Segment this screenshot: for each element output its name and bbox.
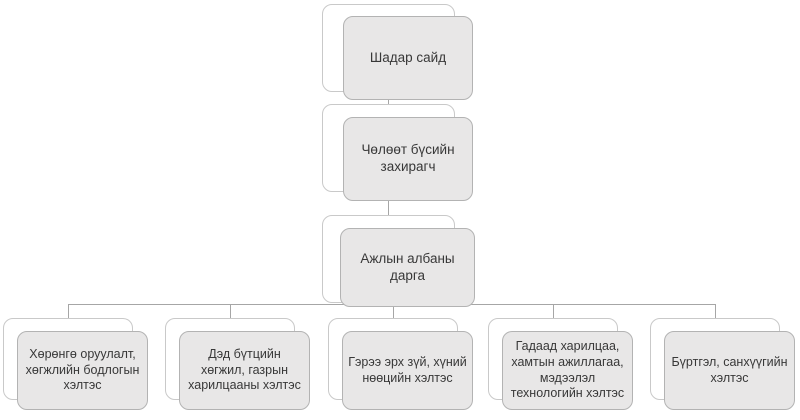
connector-drop-dept-5 [715,304,716,319]
connector-level2-level3-line [388,196,389,217]
node-label: Чөлөөт бүсийн захирагч [361,142,455,174]
node-label: Гэрээ эрх зүй, хүний нөөцийн хэлтэс [348,354,467,385]
node-box: Гадаад харилцаа, хамтын ажиллагаа, мэдээ… [502,331,633,410]
node-label: Дэд бүтцийн хөгжил, газрын харилцааны хэ… [188,347,301,393]
node-label: Бүртгэл, санхүүгийн хэлтэс [671,354,788,385]
node-box: Ажлын албаны дарга [340,228,475,307]
connector-drop-dept-4 [553,304,554,319]
connector-level1-level2-line [388,97,389,107]
node-box: Гэрээ эрх зүй, хүний нөөцийн хэлтэс [342,331,473,410]
connector-drop-dept-1 [68,304,69,319]
connector-drop-dept-2 [230,304,231,319]
node-box: Шадар сайд [343,16,473,100]
node-label: Ажлын албаны дарга [360,250,455,283]
node-box: Дэд бүтцийн хөгжил, газрын харилцааны хэ… [179,331,310,410]
node-label: Гадаад харилцаа, хамтын ажиллагаа, мэдээ… [510,339,625,401]
connector-drop-dept-3 [393,304,394,319]
node-label: Хөрөнгө оруулалт, хөгжлийн бодлогын хэлт… [25,347,140,393]
node-label: Шадар сайд [369,49,447,65]
node-box: Хөрөнгө оруулалт, хөгжлийн бодлогын хэлт… [17,331,148,410]
node-box: Чөлөөт бүсийн захирагч [343,117,473,201]
node-box: Бүртгэл, санхүүгийн хэлтэс [664,331,795,410]
